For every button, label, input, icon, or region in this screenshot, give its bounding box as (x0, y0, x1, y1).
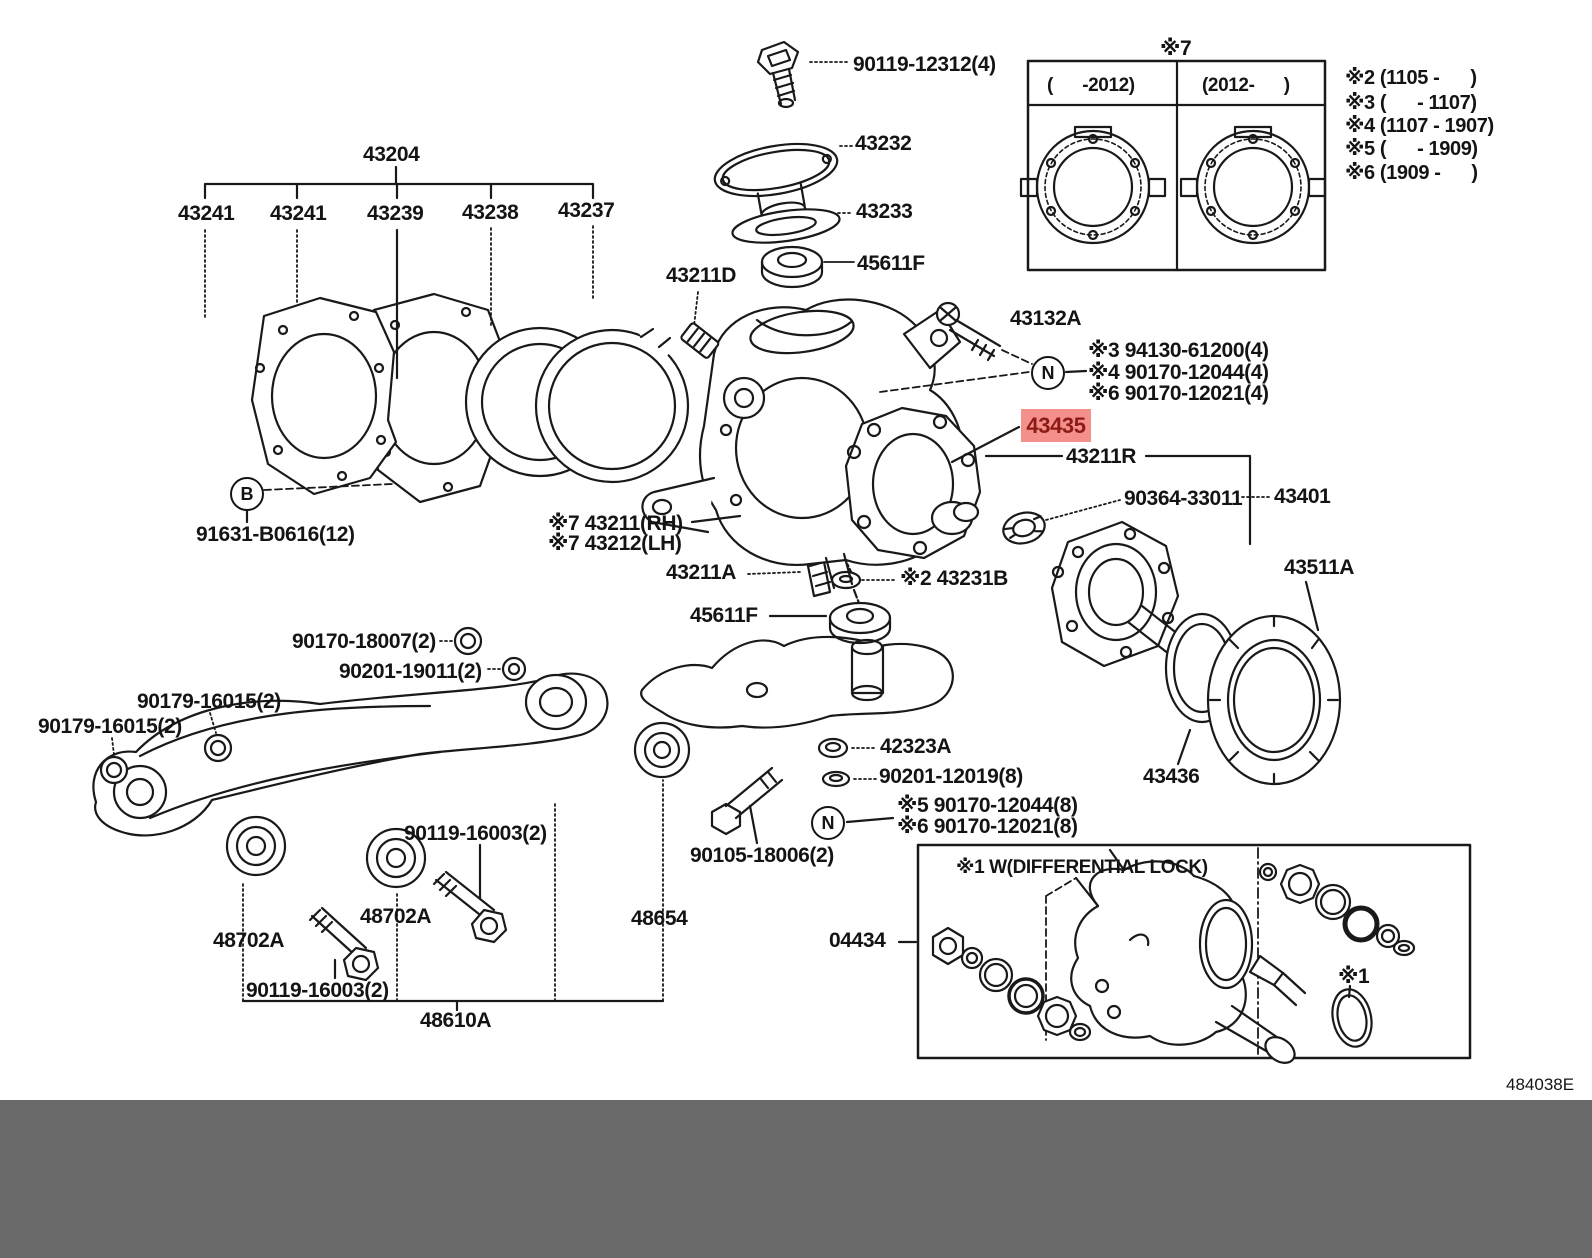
callout-43401: 43401 (1274, 485, 1331, 508)
callout-90119-16003-b: 90119-16003(2) (246, 979, 389, 1002)
callout-90201-19011: 90201-19011(2) (339, 660, 482, 683)
shim-43233 (731, 208, 841, 244)
callout-90105-18006: 90105-18006(2) (690, 844, 834, 867)
callout-43511a: 43511A (1284, 556, 1355, 579)
callout-43211d: 43211D (666, 264, 737, 287)
variant-range-left: ( -2012) (1047, 75, 1135, 96)
callout-note5-8: ※5 90170-12044(8) (897, 794, 1078, 817)
callout-48654: 48654 (631, 907, 688, 930)
highlighted-part-callout-43435[interactable]: 43435 (1021, 409, 1091, 442)
applicability-note-6: ※6 (1909 - ) (1345, 162, 1478, 184)
diagram-line-art (92, 40, 1472, 1064)
circle-letter-n-bottom: N (811, 806, 845, 840)
callout-45611f-top: 45611F (857, 252, 925, 275)
callout-04434: 04434 (829, 929, 886, 952)
bearing-45611f-top (760, 245, 824, 289)
callout-91631-b0616: 91631-B0616(12) (196, 523, 355, 546)
bolt-43132a (935, 301, 1002, 362)
axle-hub-43511a (1206, 614, 1342, 786)
callout-43211a: 43211A (666, 561, 737, 584)
applicability-note-4: ※4 (1107 - 1907) (1345, 115, 1494, 137)
callout-43436: 43436 (1143, 765, 1200, 788)
needle-bearing (1002, 511, 1046, 545)
callout-43211-rh: ※7 43211(RH) (548, 512, 683, 535)
callout-90364-33011: 90364-33011 (1124, 487, 1243, 510)
applicability-note-5: ※5 ( - 1909) (1345, 138, 1478, 160)
applicability-note-2: ※2 (1105 - ) (1345, 67, 1477, 89)
callout-43238: 43238 (462, 201, 519, 224)
callout-90201-12019: 90201-12019(8) (879, 765, 1023, 788)
callout-90170-18007: 90170-18007(2) (292, 630, 436, 653)
variant-box-ref7: ※7 (1160, 37, 1192, 60)
knuckle-rear-view-post2012 (1179, 125, 1327, 245)
diagram-code: 484038E (1506, 1075, 1575, 1094)
diff-lock-box (916, 843, 1472, 1064)
callout-note6: ※6 90170-12021(4) (1088, 382, 1269, 405)
steering-arm (640, 635, 954, 729)
callout-43233: 43233 (856, 200, 913, 223)
callout-43237: 43237 (558, 199, 615, 222)
callout-43211r: 43211R (1066, 445, 1137, 468)
circle-letter-b: B (230, 477, 264, 511)
callout-48610a: 48610A (420, 1009, 492, 1032)
callout-90119-12312: 90119-12312(4) (853, 53, 996, 76)
callout-45611f-low: 45611F (690, 604, 758, 627)
callout-note6-8: ※6 90170-12021(8) (897, 815, 1078, 838)
callout-43231b: ※2 43231B (900, 567, 1008, 590)
leader-lines (111, 61, 1352, 1012)
arm-bolts-nuts (99, 626, 527, 982)
gasket-ring-stack (250, 292, 690, 504)
callout-43232: 43232 (855, 132, 912, 155)
callout-43132a: 43132A (1010, 307, 1082, 330)
diff-lock-box-title: ※1 W(DIFFERENTIAL LOCK) (956, 857, 1208, 878)
callout-note4: ※4 90170-12044(4) (1088, 361, 1269, 384)
callout-ref1: ※1 (1338, 965, 1370, 988)
variant-table-box (1019, 59, 1327, 272)
plug-43211d (680, 322, 720, 359)
callout-48702a-left: 48702A (213, 929, 285, 952)
variant-range-right: (2012- ) (1202, 75, 1290, 96)
callout-43239: 43239 (367, 202, 424, 225)
circle-letter-n-top: N (1031, 356, 1065, 390)
applicability-note-3: ※3 ( - 1107) (1345, 92, 1477, 114)
callout-43241-b: 43241 (270, 202, 327, 225)
part-title-banner: TOYOTA - 4343560030 N - 43435 (0, 1100, 1592, 1258)
knuckle-rear-view-pre2012 (1019, 125, 1167, 245)
callout-note3: ※3 94130-61200(4) (1088, 339, 1269, 362)
callout-90179-16015-a: 90179-16015(2) (137, 690, 281, 713)
callout-43212-lh: ※7 43212(LH) (548, 532, 682, 555)
callout-48702a-mid: 48702A (360, 905, 432, 928)
callout-90119-16003-a: 90119-16003(2) (404, 822, 547, 845)
knuckle-gasket-43435 (844, 406, 982, 560)
top-bolt (756, 40, 800, 109)
callout-42323a: 42323A (880, 735, 952, 758)
callout-43241-a: 43241 (178, 202, 235, 225)
lower-arm (92, 672, 691, 889)
callout-43204: 43204 (363, 143, 420, 166)
small-washers (710, 737, 851, 836)
callout-90179-16015-b: 90179-16015(2) (38, 715, 182, 738)
